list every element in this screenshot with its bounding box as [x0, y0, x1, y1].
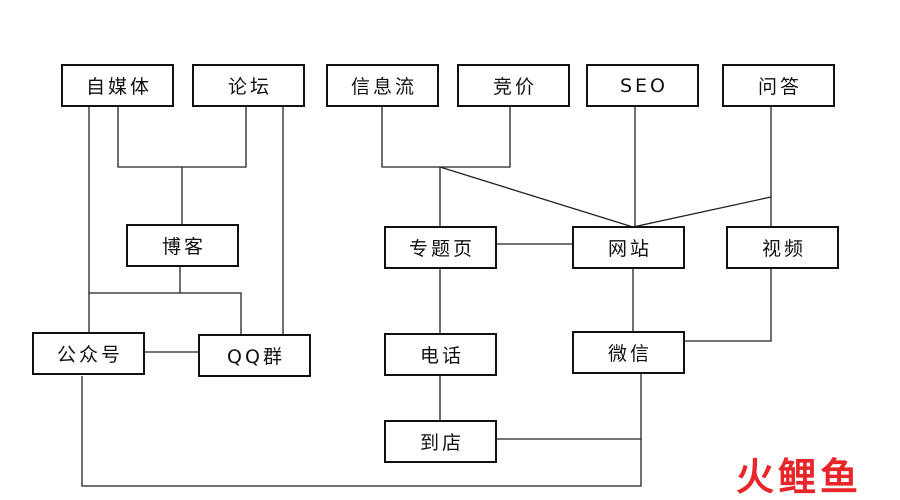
edge-gongzhonghao-weixin: [81, 376, 642, 487]
edge-merge-to-wangzhan: [439, 166, 634, 228]
edge-xinxiliu-jingjia-merge: [381, 106, 511, 168]
edge-zimeiti-luntan-to-boke: [117, 106, 247, 168]
node-label: 网站: [607, 238, 652, 260]
node-gongzhonghao: 公众号: [32, 332, 145, 375]
node-xinxiliu: 信息流: [326, 64, 439, 107]
node-shipin: 视频: [726, 226, 839, 269]
node-wenda: 问答: [722, 64, 835, 107]
node-boke: 博客: [126, 224, 239, 267]
node-zimeiti: 自媒体: [61, 64, 174, 107]
node-label: QQ群: [227, 346, 285, 368]
node-label: 专题页: [408, 238, 475, 260]
node-label: 问答: [757, 76, 802, 98]
node-seo: SEO: [586, 64, 699, 107]
edge-boke-to-qqqun: [180, 292, 242, 335]
node-weixin: 微信: [572, 331, 685, 374]
node-wangzhan: 网站: [572, 226, 685, 269]
node-label: 公众号: [56, 344, 123, 366]
node-label: 信息流: [350, 76, 417, 98]
node-label: 竞价: [492, 76, 537, 98]
node-label: 到店: [419, 432, 464, 454]
edge-wenda-to-wangzhan: [632, 196, 772, 228]
node-label: 自媒体: [85, 76, 152, 98]
node-luntan: 论坛: [192, 64, 305, 107]
node-label: 博客: [161, 236, 206, 258]
node-zhuantiye: 专题页: [384, 226, 497, 269]
node-label: 电话: [419, 345, 464, 367]
node-daodian: 到店: [384, 420, 497, 463]
node-label: SEO: [619, 74, 669, 97]
node-label: 微信: [607, 343, 652, 365]
watermark-text: 火鲤鱼: [736, 455, 862, 496]
node-label: 论坛: [227, 76, 272, 98]
node-label: 视频: [761, 238, 806, 260]
node-jingjia: 竞价: [457, 64, 570, 107]
node-dianhua: 电话: [384, 333, 497, 376]
watermark-logo: 火鲤鱼: [736, 455, 862, 496]
node-qqqun: QQ群: [198, 334, 311, 377]
edge-shipin-weixin: [685, 268, 772, 342]
edge-boke-to-gongzhonghao-qqqun: [89, 267, 181, 294]
edge-weixin-daodian: [497, 374, 642, 440]
